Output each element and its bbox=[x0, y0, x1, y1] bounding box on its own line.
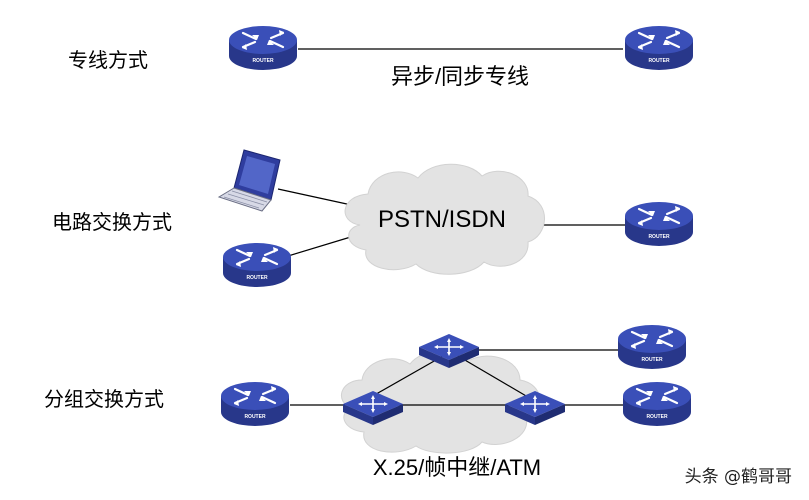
router-icon: ROUTER bbox=[219, 380, 291, 428]
row-label-leased: 专线方式 bbox=[68, 48, 148, 72]
router-icon: ROUTER bbox=[621, 380, 693, 428]
row-label-packet: 分组交换方式 bbox=[44, 387, 164, 411]
packet-link bbox=[370, 355, 444, 398]
watermark-text: 头条 @鹤哥哥 bbox=[685, 467, 792, 487]
leased-link-label: 异步/同步专线 bbox=[391, 64, 529, 89]
router-icon: ROUTER bbox=[616, 323, 688, 371]
pstn-cloud-label: PSTN/ISDN bbox=[378, 206, 506, 233]
router-cloud-link bbox=[287, 235, 355, 257]
svg-text:ROUTER: ROUTER bbox=[252, 58, 274, 64]
svg-text:ROUTER: ROUTER bbox=[648, 234, 670, 240]
svg-text:ROUTER: ROUTER bbox=[246, 275, 268, 281]
svg-text:ROUTER: ROUTER bbox=[244, 414, 266, 420]
svg-text:ROUTER: ROUTER bbox=[646, 414, 668, 420]
svg-text:ROUTER: ROUTER bbox=[641, 357, 663, 363]
packet-link bbox=[457, 355, 534, 401]
router-icon: ROUTER bbox=[221, 241, 293, 289]
laptop-link bbox=[277, 188, 357, 207]
packet-network-label: X.25/帧中继/ATM bbox=[373, 455, 541, 480]
svg-text:ROUTER: ROUTER bbox=[648, 58, 670, 64]
laptop-icon bbox=[217, 149, 281, 212]
row-label-circuit: 电路交换方式 bbox=[52, 210, 172, 234]
router-icon: ROUTER bbox=[623, 200, 695, 248]
router-icon: ROUTER bbox=[623, 24, 695, 72]
router-icon: ROUTER bbox=[227, 24, 299, 72]
pstn-cloud: PSTN/ISDN bbox=[344, 163, 545, 275]
